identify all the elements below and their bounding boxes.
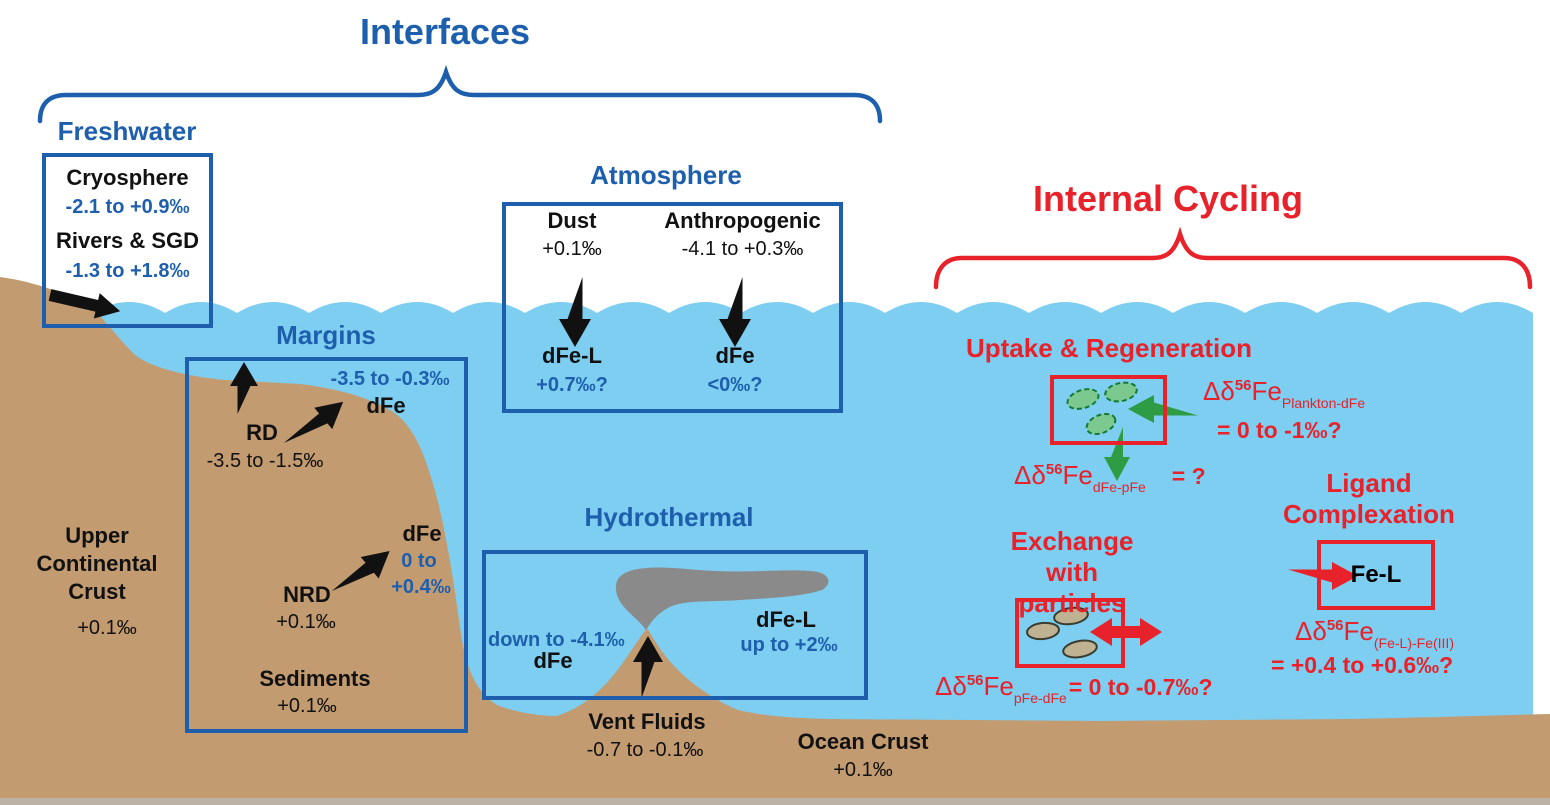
vent-fluids-arrow [633,636,663,698]
margins-dfe-upper-value: -3.5 to -0.3‰ [330,368,450,390]
regeneration-formula: Δδ56FedFe-pFe= ? [1014,460,1206,495]
uptake-regeneration-title: Uptake & Regeneration [965,333,1253,363]
ligand-complexation-arrow [1288,562,1358,590]
margins-title: Margins [276,320,376,350]
particle-exchange-double-arrow [1090,618,1162,646]
fe-l-box: Fe-L [1317,540,1435,610]
rivers-sgd-value: -1.3 to +1.8‰ [65,260,190,282]
plankton-cells-icon [1066,381,1138,436]
ocean-crust-value: +0.1‰ [833,759,893,781]
sediments-value: +0.1‰ [277,695,337,717]
dust-deposition-arrow [559,277,591,347]
nrd-value: +0.1‰ [276,611,336,633]
margins-dfe-lower-label: dFe [402,521,442,546]
bottom-edge-strip [0,798,1550,805]
hydrothermal-box [482,550,868,700]
atmosphere-dfe-l-label: dFe-L [542,343,602,368]
rd-diagonal-arrow [283,401,344,444]
delta-symbol: Δδ [935,671,967,701]
exchange-formula: Δδ56FepFe-dFe= 0 to -0.7‰? [935,671,1213,706]
vent-fluids-label: Vent Fluids [588,709,706,734]
hydrothermal-title: Hydrothermal [584,502,754,532]
rd-up-arrow [230,362,258,414]
interfaces-title: Interfaces [359,11,531,52]
uptake-formula: Δδ56FePlankton-dFe [1203,376,1366,411]
regeneration-down-arrow [1104,427,1130,481]
internal-cycling-brace [933,226,1533,290]
margins-box [185,357,468,733]
nrd-label: NRD [283,582,331,607]
freshwater-box [42,153,213,328]
hydrothermal-dfe-value: down to -4.1‰ [488,629,625,651]
particles-box [1015,598,1125,668]
delta-symbol: Δδ [1014,460,1046,490]
fe-l-label: Fe-L [1350,561,1402,588]
atmosphere-title: Atmosphere [590,160,742,190]
anthropogenic-label: Anthropogenic [664,208,821,233]
dust-label: Dust [547,208,597,233]
anthropogenic-value: -4.1 to +0.3‰ [681,238,804,260]
hydrothermal-dfe-l-value: up to +2‰ [740,634,838,656]
rivers-sgd-label: Rivers & SGD [55,228,200,253]
margins-dfe-lower-value-2: +0.4‰ [391,576,451,598]
hydrothermal-plume [615,567,829,630]
upper-continental-crust-value: +0.1‰ [77,617,137,639]
vent-fluids-value: -0.7 to -0.1‰ [586,739,704,761]
upper-continental-crust-label: Upper Continental Crust [36,523,158,604]
interfaces-brace [37,64,883,124]
hydrothermal-dfe-label: dFe [533,648,573,673]
margins-dfe-lower-value-1: 0 to [401,550,437,572]
ligand-formula: Δδ56Fe(Fe-L)-Fe(III) [1295,616,1454,651]
dust-value: +0.1‰ [542,238,602,260]
cryosphere-label: Cryosphere [66,165,189,190]
ocean-crust-label: Ocean Crust [797,729,929,754]
uptake-eq: = 0 to -1‰? [1217,417,1342,443]
atmosphere-dfe-label: dFe [715,343,755,368]
delta-symbol: Δδ [1295,616,1327,646]
rd-value: -3.5 to -1.5‰ [206,450,324,472]
margins-dfe-upper-label: dFe [366,393,406,418]
delta-symbol: Δδ [1203,376,1235,406]
anthropogenic-deposition-arrow [719,277,751,347]
freshwater-title: Freshwater [57,116,197,146]
cryosphere-value: -2.1 to +0.9‰ [65,196,190,218]
particles-icon [1026,606,1098,659]
land-crust [0,277,1550,805]
rd-label: RD [246,420,278,445]
atmosphere-box [502,202,843,413]
atmosphere-dfe-value: <0‰? [707,374,763,396]
plankton-box [1050,375,1167,445]
freshwater-flux-arrow [48,289,121,319]
ligand-eq: = +0.4 to +0.6‰? [1271,652,1454,678]
internal-cycling-title: Internal Cycling [1032,178,1304,219]
sediments-label: Sediments [259,666,371,691]
exchange-title: Exchange with particles [1010,526,1134,618]
nrd-diagonal-arrow [331,551,390,592]
hydrothermal-dfe-l-label: dFe-L [756,607,816,632]
atmosphere-dfe-l-value: +0.7‰? [536,374,608,396]
ligand-complexation-title: Ligand Complexation [1283,468,1455,529]
